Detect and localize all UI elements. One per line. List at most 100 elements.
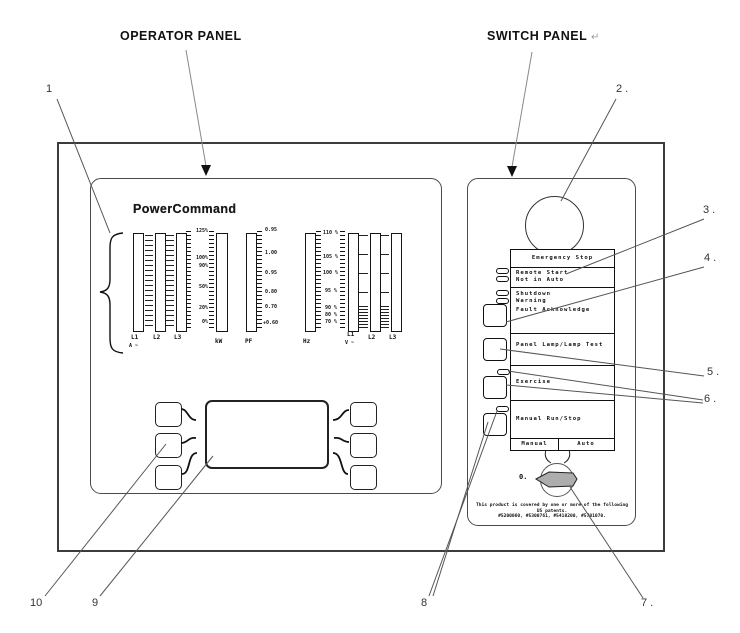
kw-bargraph <box>216 233 228 332</box>
emergency-stop-row: Emergency Stop <box>511 250 614 268</box>
amps-l2-label: L2 <box>153 334 161 341</box>
tick-column <box>359 235 368 305</box>
hz-bargraph <box>305 233 316 332</box>
amps-scale-label: 125% <box>195 228 208 234</box>
amps-scale-label: 100% <box>195 255 208 261</box>
hz-v-scale-label: 105 % <box>323 254 339 260</box>
volts-l2-bargraph <box>370 233 381 332</box>
patent-line-1: This product is covered by one or more o… <box>475 503 629 514</box>
volts-l2-label: L2 <box>368 334 376 341</box>
pf-scale-label: +0.60 <box>263 320 279 326</box>
emergency-stop-label: Emergency Stop <box>531 255 594 261</box>
volts-l1-label: L1 <box>347 331 355 338</box>
amps-unit-label: A ~ <box>129 343 139 349</box>
key-position-label: 0. <box>519 473 528 481</box>
amps-l3-label: L3 <box>174 334 182 341</box>
exercise-led <box>497 369 510 375</box>
warning-label: Warning <box>516 298 547 304</box>
manual-run-stop-row: Manual Run/Stop <box>511 401 614 439</box>
callout-7: 7 . <box>641 597 654 609</box>
keypad-button-right-1 <box>350 402 377 427</box>
tick-column <box>340 231 345 328</box>
mode-manual-label: Manual <box>521 441 548 447</box>
shutdown-label: Shutdown <box>516 291 551 297</box>
keypad-button-left-3 <box>155 465 182 490</box>
pf-bargraph <box>246 233 257 332</box>
pf-scale-label: 0.95 <box>265 227 278 233</box>
callout-9: 9 <box>92 597 99 609</box>
tick-column <box>166 235 174 328</box>
operator-panel-title-text: OPERATOR PANEL <box>120 29 242 43</box>
switch-label-table: Emergency Stop Remote Start Not in Auto … <box>510 249 615 451</box>
manual-run-stop-label: Manual Run/Stop <box>516 416 582 422</box>
callout-10: 10 <box>30 597 43 609</box>
exercise-row: Exercise <box>511 366 614 401</box>
keypad-button-left-1 <box>155 402 182 427</box>
remote-start-label: Remote Start <box>516 270 569 276</box>
not-in-auto-label: Not in Auto <box>516 277 565 283</box>
callout-3: 3 . <box>703 204 716 216</box>
volts-l1-bargraph <box>348 233 359 332</box>
volts-l3-label: L3 <box>389 334 397 341</box>
pf-scale-label: 0.95 <box>265 270 278 276</box>
keypad-button-right-2 <box>350 433 377 458</box>
amps-scale-label: 0% <box>201 319 208 325</box>
key-switch <box>540 463 574 497</box>
mode-divider <box>558 439 559 450</box>
tick-column <box>381 306 389 328</box>
amps-scale-label: 90% <box>198 263 208 269</box>
amps-scale-label: 50% <box>198 284 208 290</box>
operator-panel-title: OPERATOR PANEL <box>120 29 242 43</box>
remote-start-led <box>496 268 509 274</box>
tick-column <box>186 231 191 328</box>
switch-panel-title-text: SWITCH PANEL <box>487 29 587 43</box>
volts-l3-bargraph <box>391 233 402 332</box>
remote-start-row: Remote Start Not in Auto <box>511 268 614 288</box>
hz-v-scale-label: 95 % <box>325 288 338 294</box>
panel-lamp-row: Panel Lamp/Lamp Test <box>511 334 614 366</box>
tick-column <box>316 231 321 328</box>
hz-v-scale-label: 110 % <box>323 230 339 236</box>
amps-scale-label: 20% <box>198 305 208 311</box>
callout-6: 6 . <box>704 393 717 405</box>
callout-2: 2 . <box>616 83 629 95</box>
exercise-button <box>483 376 507 399</box>
tick-column <box>359 306 368 328</box>
callout-1: 1 <box>46 83 53 95</box>
not-in-auto-led <box>496 276 509 282</box>
panel-lamp-test-button <box>483 338 507 361</box>
mode-row: Manual Auto <box>511 439 614 450</box>
hz-v-scale-label: 80 % <box>325 312 338 318</box>
volts-unit-label: V ~ <box>345 340 355 346</box>
tick-column <box>257 231 262 328</box>
hz-v-scale-label: 90 % <box>325 305 338 311</box>
fault-acknowledge-button <box>483 304 507 327</box>
hz-v-scale-label: 70 % <box>325 319 338 325</box>
patent-text: This product is covered by one or more o… <box>473 503 631 520</box>
panel-lamp-label: Panel Lamp/Lamp Test <box>516 342 604 348</box>
powercommand-logo: PowerCommand <box>133 202 237 216</box>
hz-label: Hz <box>303 338 311 345</box>
shutdown-led <box>496 290 509 296</box>
return-mark-icon: ↵ <box>590 32 600 43</box>
hz-v-scale-label: 100 % <box>323 270 339 276</box>
manual-run-led <box>496 406 509 412</box>
amps-l1-bargraph <box>133 233 144 332</box>
lcd-display <box>205 400 329 469</box>
switch-panel-title: SWITCH PANEL ↵ <box>487 29 600 43</box>
emergency-stop-button <box>525 196 584 255</box>
callout-4: 4 . <box>704 252 717 264</box>
tick-column <box>145 235 153 328</box>
pf-label: PF <box>245 338 253 345</box>
amps-l2-bargraph <box>155 233 166 332</box>
amps-l1-label: L1 <box>131 334 139 341</box>
tick-column <box>381 235 389 305</box>
pf-scale-label: 0.80 <box>265 289 278 295</box>
patent-line-2: #5200060, #5300761, #5410200, #5701070. <box>498 514 606 520</box>
pf-scale-label: 1.00 <box>265 250 278 256</box>
exercise-label: Exercise <box>516 379 551 385</box>
pf-scale-label: 0.70 <box>265 304 278 310</box>
manual-run-stop-button <box>483 413 507 436</box>
keypad-button-right-3 <box>350 465 377 490</box>
